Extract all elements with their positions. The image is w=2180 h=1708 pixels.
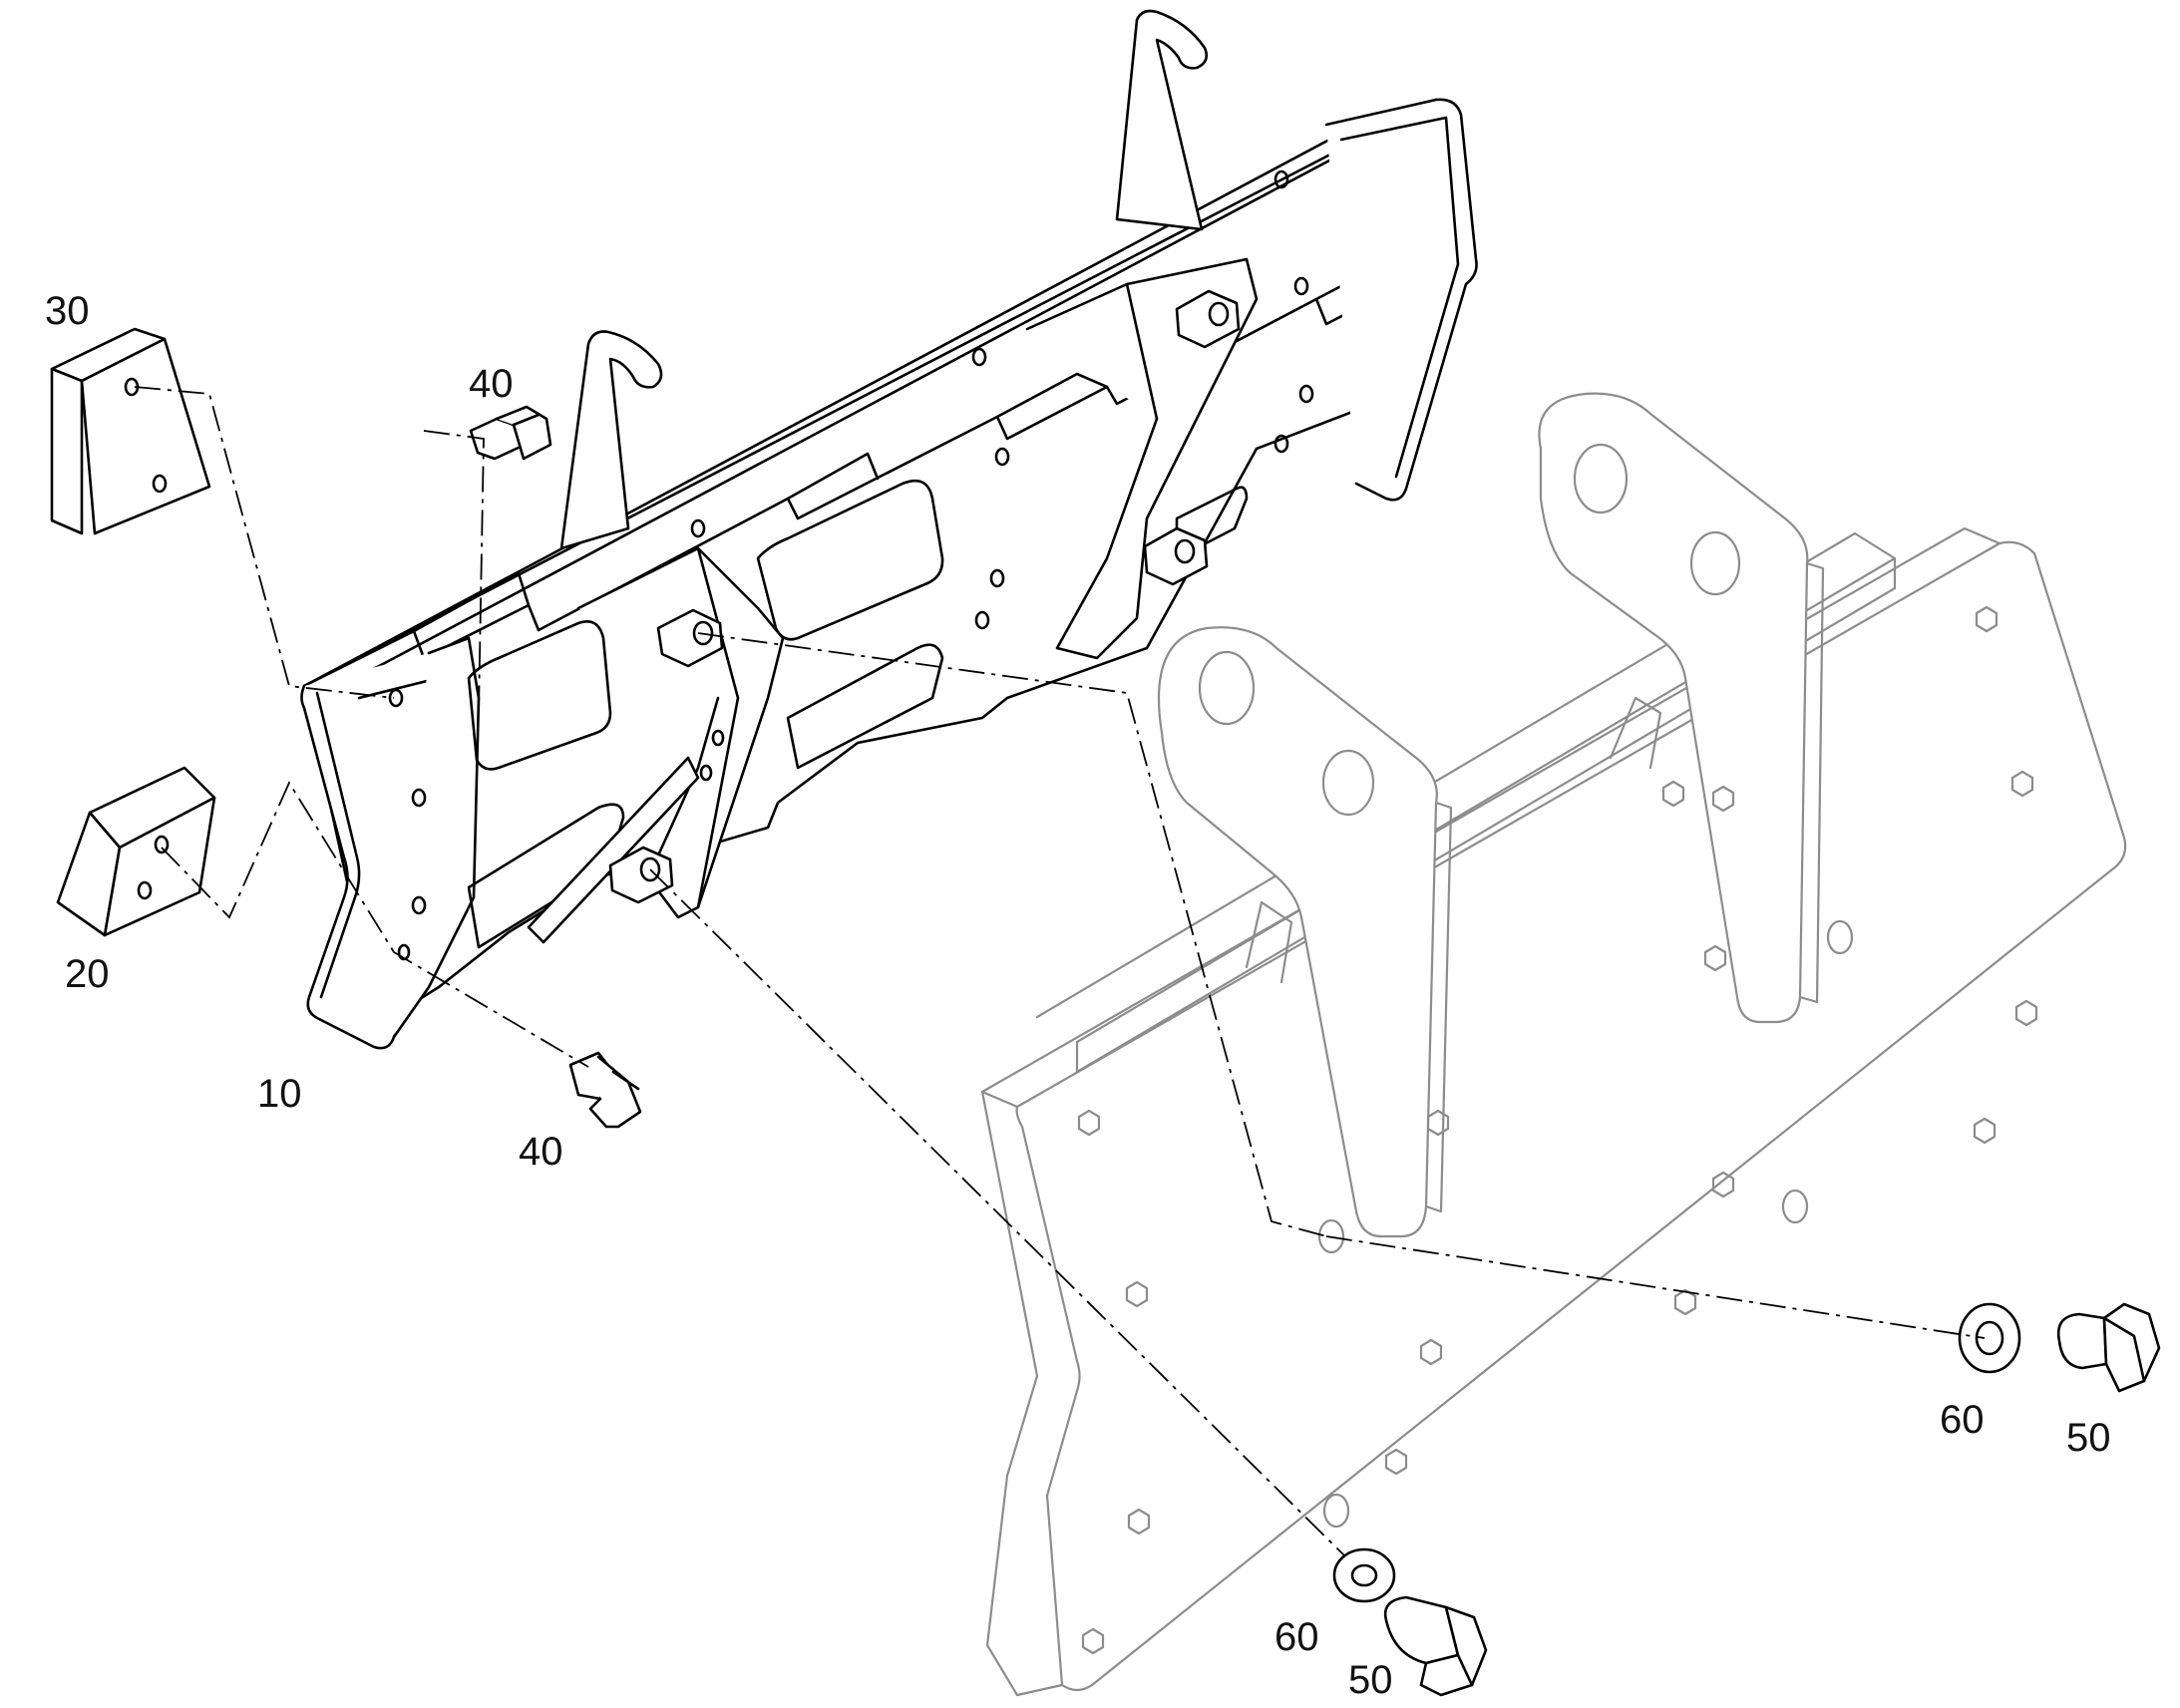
adapter-frame [300,9,1478,1050]
bolt-40-upper [469,405,552,461]
callout-10: 10 [257,1072,302,1116]
bolt-40-lower [568,1051,642,1129]
pad-20 [56,766,216,937]
mounting-plate [980,392,2127,1697]
callout-50-bottom: 50 [1348,1658,1393,1702]
assembly-leader-lines [134,386,1986,1556]
callout-50-right: 50 [2066,1416,2111,1460]
callout-labels: 30 20 40 10 40 60 50 60 50 [45,289,2111,1702]
callout-60-bottom: 60 [1274,1615,1319,1659]
bolt-50-right [2056,1302,2161,1393]
callout-40-lower: 40 [519,1130,563,1174]
callout-40-upper: 40 [469,362,514,406]
callout-60-right: 60 [1940,1398,1985,1442]
plate-bolt-heads [1077,605,2038,1655]
washer-60-right [1958,1302,2021,1374]
bolt-50-bottom [1383,1595,1488,1697]
washer-60-bottom [1332,1547,1396,1603]
callout-20: 20 [65,952,110,996]
callout-30: 30 [45,289,90,333]
pad-30 [50,327,211,535]
